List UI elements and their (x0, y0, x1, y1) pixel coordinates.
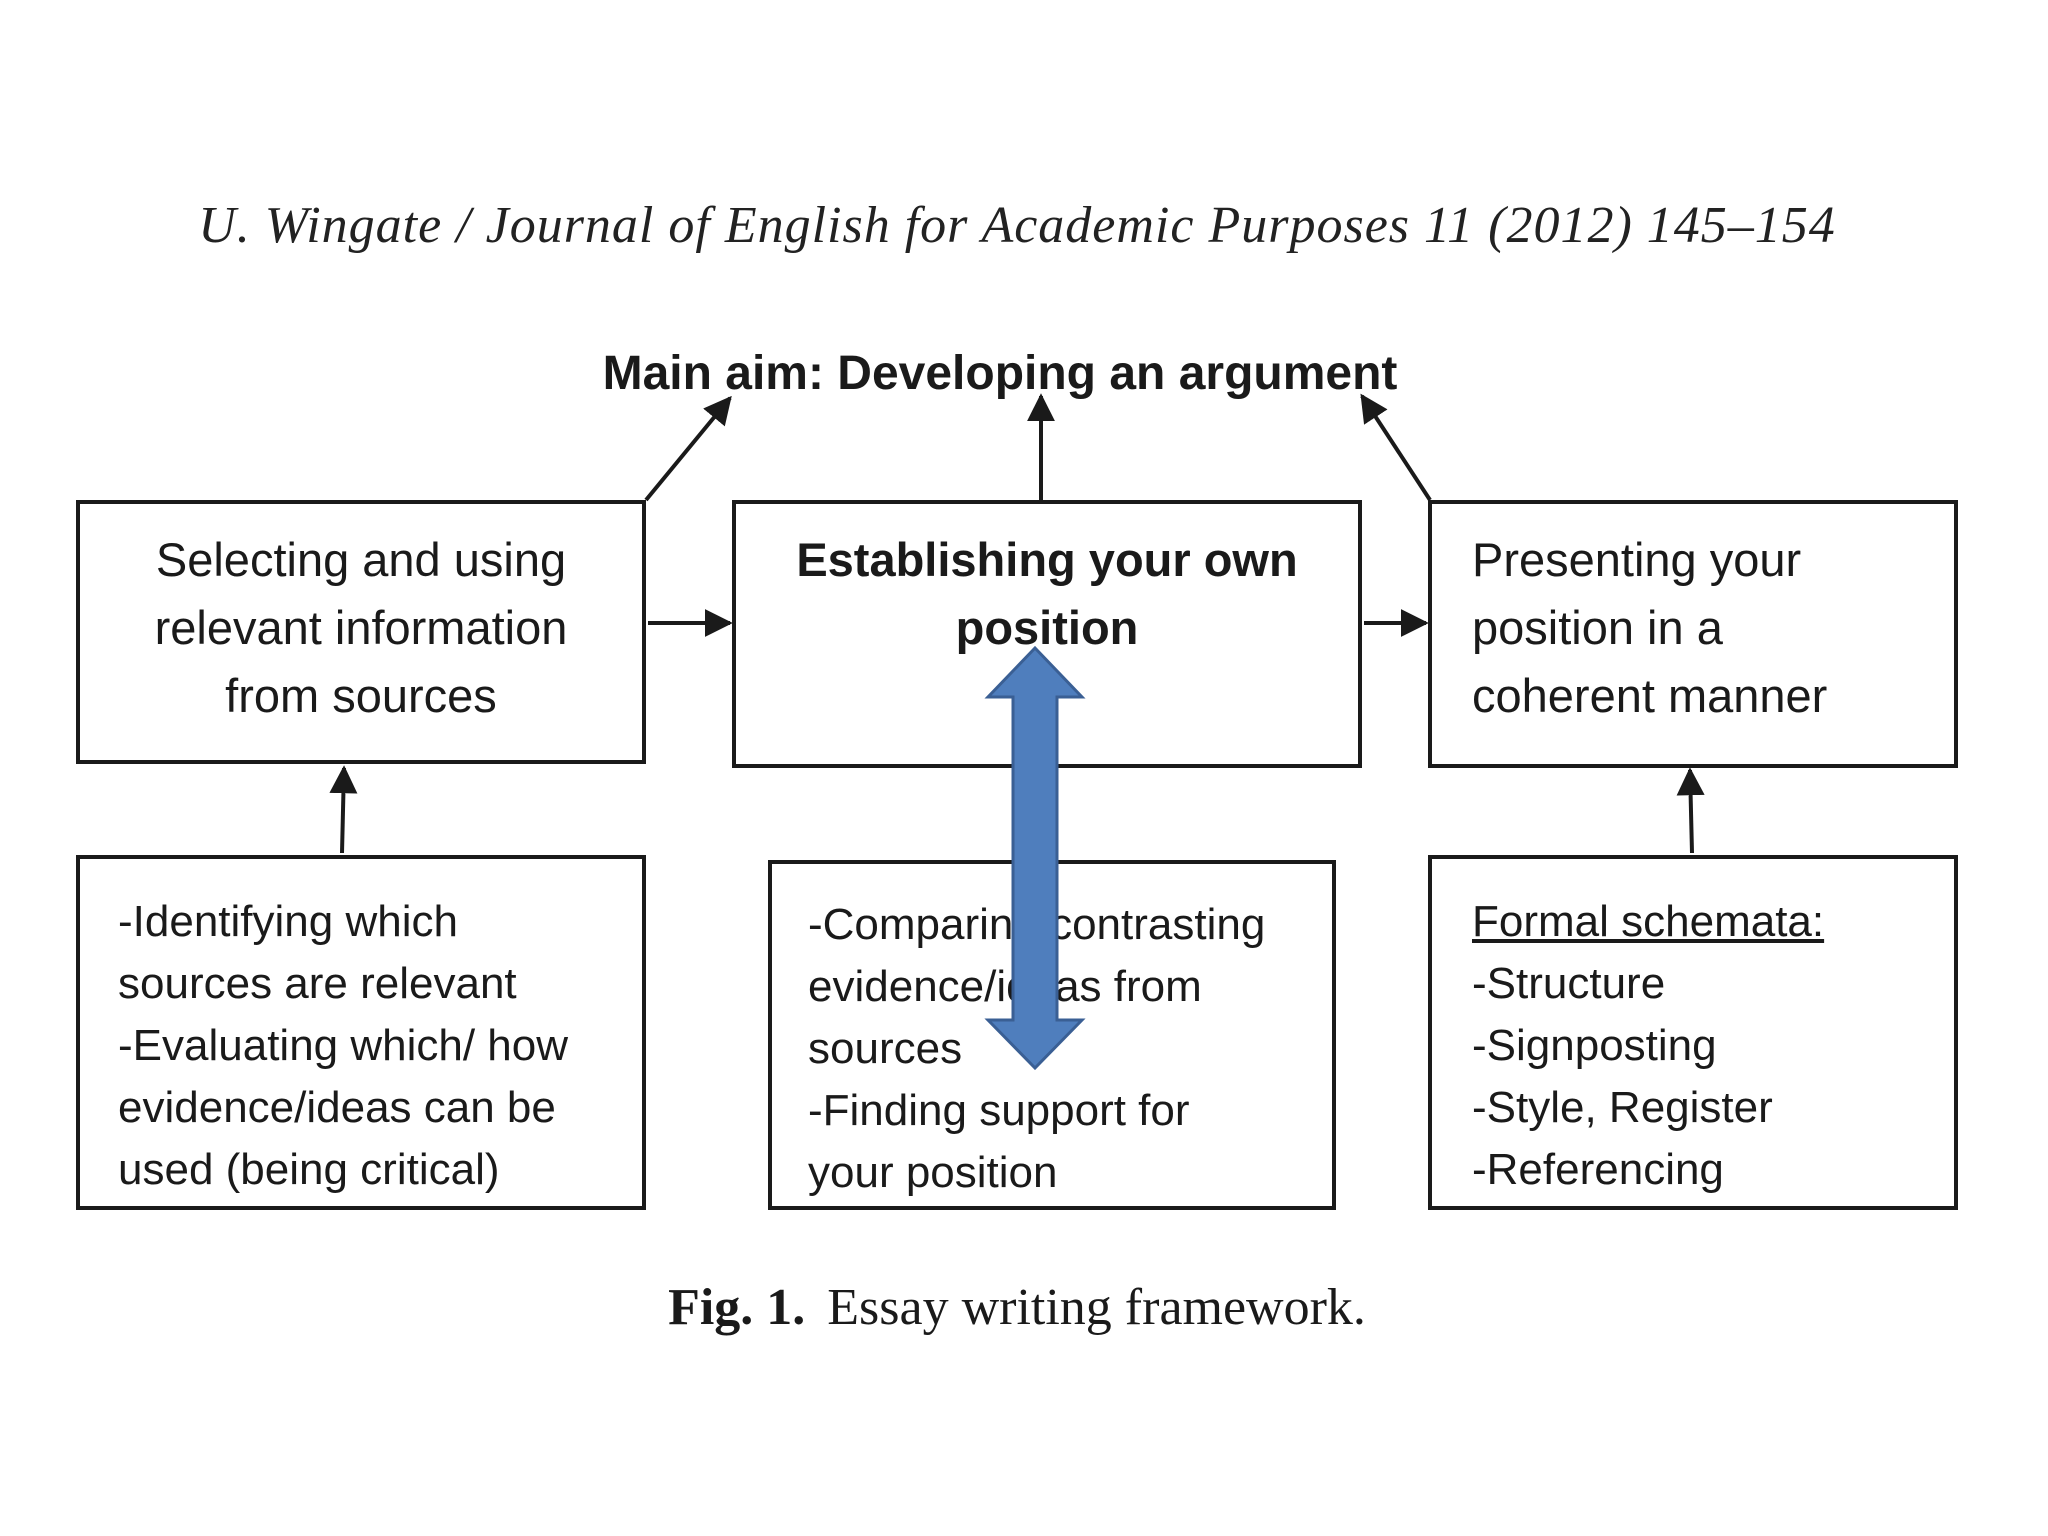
box-text-line: sources (808, 1024, 963, 1073)
figure-label: Fig. 1. (668, 1279, 806, 1336)
figure-caption-text: Essay writing framework. (827, 1279, 1366, 1336)
box-text-line: relevant information (154, 601, 568, 654)
box-text-line: position in a (1472, 601, 1723, 654)
box-text-line: -Evaluating which/ how (118, 1021, 569, 1070)
arrow-formal-to-present (1676, 767, 1705, 854)
box-selecting-information: Selecting and using relevant information… (76, 500, 646, 764)
box-text-line: -Style, Register (1472, 1083, 1773, 1132)
box-formal-schemata: Formal schemata: -Structure -Signposting… (1428, 855, 1958, 1210)
box-identifying-sources: -Identifying which sources are relevant … (76, 855, 646, 1210)
box-text-line: -Comparing/contrasting (808, 900, 1266, 949)
box-text-line: Establishing your own (796, 533, 1298, 586)
box-establishing-position: Establishing your own position (732, 500, 1362, 768)
box-text-line: position (955, 601, 1139, 654)
figure-caption: Fig. 1. Essay writing framework. (0, 1278, 2034, 1337)
arrow-present-to-aim (1360, 393, 1432, 502)
box-text-line: used (being critical) (118, 1145, 500, 1194)
box-text-line: evidence/ideas from (808, 962, 1202, 1011)
box-presenting-position: Presenting your position in a coherent m… (1428, 500, 1958, 768)
box-text-line: -Signposting (1472, 1021, 1717, 1070)
formal-schemata-heading: Formal schemata: (1472, 897, 1825, 946)
journal-citation: U. Wingate / Journal of English for Acad… (198, 197, 1836, 254)
box-text-line: Presenting your (1472, 533, 1802, 586)
box-text-line: -Referencing (1472, 1145, 1724, 1194)
box-text-line: your position (808, 1148, 1058, 1197)
box-text-line: -Identifying which (118, 897, 458, 946)
box-comparing-evidence: -Comparing/contrasting evidence/ideas fr… (768, 860, 1336, 1210)
box-text-line: -Finding support for (808, 1086, 1190, 1135)
box-text-line: from sources (225, 669, 497, 722)
arrow-identify-to-select (329, 765, 358, 854)
box-text-line: sources are relevant (118, 959, 517, 1008)
box-text-line: -Structure (1472, 959, 1666, 1008)
box-text-line: Selecting and using (155, 533, 567, 586)
box-text-line: coherent manner (1472, 669, 1828, 722)
arrow-select-to-aim (644, 395, 732, 502)
box-text-line: evidence/ideas can be (118, 1083, 556, 1132)
main-aim-title: Main aim: Developing an argument (602, 347, 1398, 400)
